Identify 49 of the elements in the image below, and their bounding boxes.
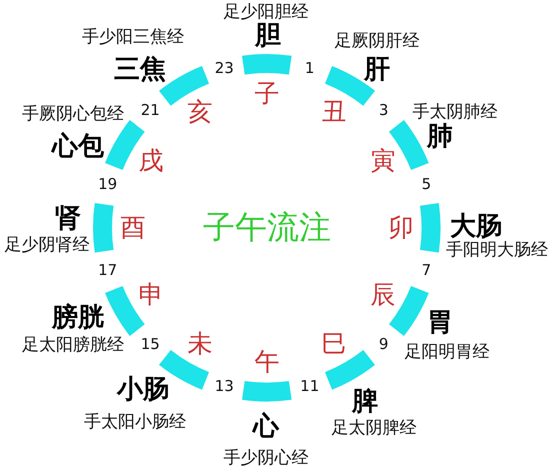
meridian-name: 足太阴脾经 bbox=[332, 420, 416, 438]
diagram-title: 子午流注 bbox=[203, 211, 331, 245]
earthly-branch: 戌 bbox=[138, 148, 164, 174]
earthly-branch: 子 bbox=[254, 80, 280, 108]
organ-name: 胆 bbox=[255, 22, 281, 50]
organ-name: 心包 bbox=[52, 133, 104, 161]
hour-number: 7 bbox=[422, 262, 432, 279]
hour-number: 21 bbox=[140, 103, 160, 120]
organ-name: 膀胱 bbox=[52, 304, 104, 332]
meridian-name: 手少阳三焦经 bbox=[82, 29, 184, 47]
earthly-branch: 亥 bbox=[188, 98, 212, 126]
hour-number: 5 bbox=[422, 177, 432, 194]
organ-name: 肾 bbox=[55, 205, 81, 233]
hour-number: 9 bbox=[378, 336, 388, 353]
organ-name: 小肠 bbox=[117, 376, 169, 404]
earthly-branch: 申 bbox=[138, 282, 164, 308]
hour-number: 23 bbox=[214, 60, 234, 76]
hour-number: 3 bbox=[378, 103, 388, 120]
organ-name: 三焦 bbox=[114, 56, 166, 84]
earthly-branch: 午 bbox=[254, 348, 280, 376]
meridian-name: 足阳明胃经 bbox=[404, 344, 490, 362]
organ-name: 心 bbox=[253, 413, 279, 441]
meridian-name: 足太阳膀胱经 bbox=[22, 337, 124, 355]
hour-number: 11 bbox=[300, 380, 320, 396]
earthly-branch: 酉 bbox=[120, 214, 146, 242]
hour-number: 17 bbox=[98, 262, 118, 279]
hour-number: 19 bbox=[98, 177, 118, 194]
organ-name: 大肠 bbox=[450, 213, 502, 241]
organ-name: 脾 bbox=[352, 388, 378, 416]
meridian-name: 足少阳胆经 bbox=[224, 4, 308, 22]
earthly-branch: 寅 bbox=[370, 148, 396, 174]
meridian-name: 手太阴肺经 bbox=[412, 104, 498, 122]
meridian-name: 手太阳小肠经 bbox=[84, 414, 186, 432]
meridian-name: 手厥阴心包经 bbox=[22, 106, 124, 124]
hour-number: 15 bbox=[140, 336, 160, 353]
hour-number: 1 bbox=[304, 60, 314, 76]
meridian-name: 手少阴心经 bbox=[224, 450, 308, 468]
earthly-branch: 辰 bbox=[370, 282, 396, 308]
organ-name: 胃 bbox=[427, 309, 453, 337]
earthly-branch: 巳 bbox=[322, 330, 346, 358]
organ-name: 肝 bbox=[364, 56, 390, 84]
earthly-branch: 卯 bbox=[388, 214, 414, 242]
meridian-name: 足少阴肾经 bbox=[4, 237, 90, 255]
organ-name: 肺 bbox=[427, 123, 453, 151]
meridian-name: 足厥阴肝经 bbox=[334, 33, 420, 51]
hour-number: 13 bbox=[214, 380, 234, 396]
earthly-branch: 未 bbox=[188, 330, 212, 358]
earthly-branch: 丑 bbox=[322, 98, 346, 126]
meridian-name: 手阳明大肠经 bbox=[446, 242, 548, 260]
